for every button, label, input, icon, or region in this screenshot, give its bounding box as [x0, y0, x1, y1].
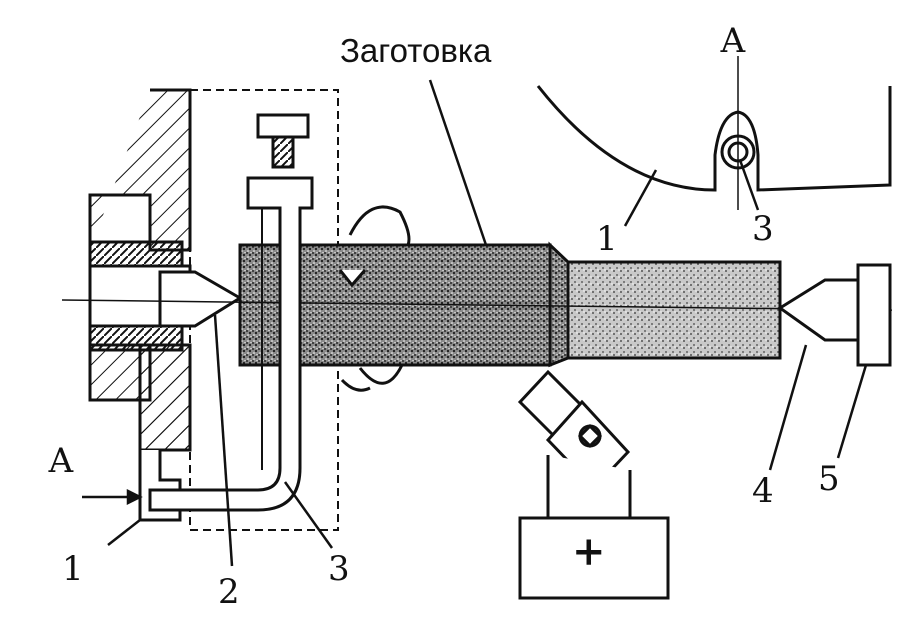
clamp-bolt: [148, 113, 314, 512]
callout-1-dog: 1: [62, 549, 84, 589]
rotation-arrow: [338, 205, 411, 392]
callout-1-section: 1: [596, 219, 618, 259]
workpiece-label: Заготовка: [340, 32, 492, 69]
driving-center: [158, 270, 243, 328]
section-arrow-left: [82, 488, 143, 506]
section-view: [536, 85, 892, 192]
tool-plus-symbol: +: [572, 528, 606, 575]
leader-lines: [107, 79, 868, 567]
callout-3-bolt: 3: [328, 549, 350, 589]
tailstock: [777, 263, 892, 367]
callout-2-center: 2: [218, 572, 240, 612]
callout-5-quill: 5: [818, 459, 840, 499]
callout-4-tail-center: 4: [752, 471, 774, 511]
spindle-chuck: [88, 88, 192, 452]
section-mark-top: А: [720, 21, 746, 61]
cutting-tool: [517, 369, 670, 600]
callout-3-section: 3: [752, 209, 774, 249]
axis-line: [61, 299, 893, 311]
section-mark-left: А: [48, 441, 74, 481]
